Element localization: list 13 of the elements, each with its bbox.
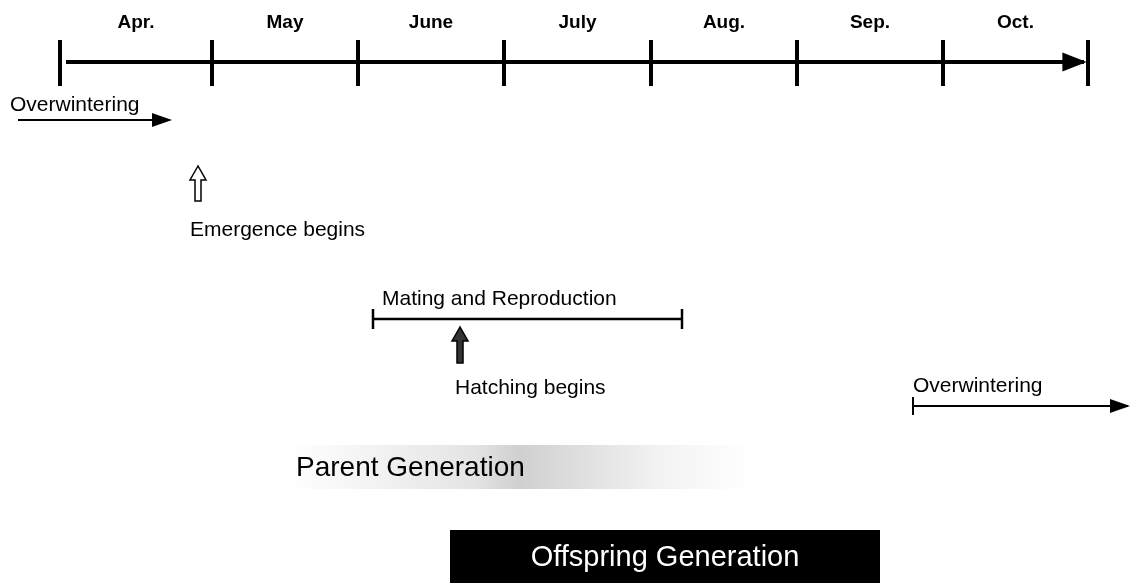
month-label: Apr. — [116, 10, 156, 34]
event-label: Overwintering — [913, 372, 1043, 398]
event-label: Hatching begins — [455, 374, 606, 400]
event-label: Emergence begins — [190, 216, 366, 242]
month-label: May — [265, 10, 305, 34]
month-label: Aug. — [701, 10, 747, 34]
event-label: Mating and Reproduction — [382, 285, 617, 311]
month-label: Sep. — [848, 10, 892, 34]
month-label: June — [407, 10, 455, 34]
generation-band: Offspring Generation — [450, 530, 880, 583]
event-label: Overwintering — [10, 91, 140, 117]
month-label: July — [557, 10, 598, 34]
month-label: Oct. — [996, 10, 1035, 34]
